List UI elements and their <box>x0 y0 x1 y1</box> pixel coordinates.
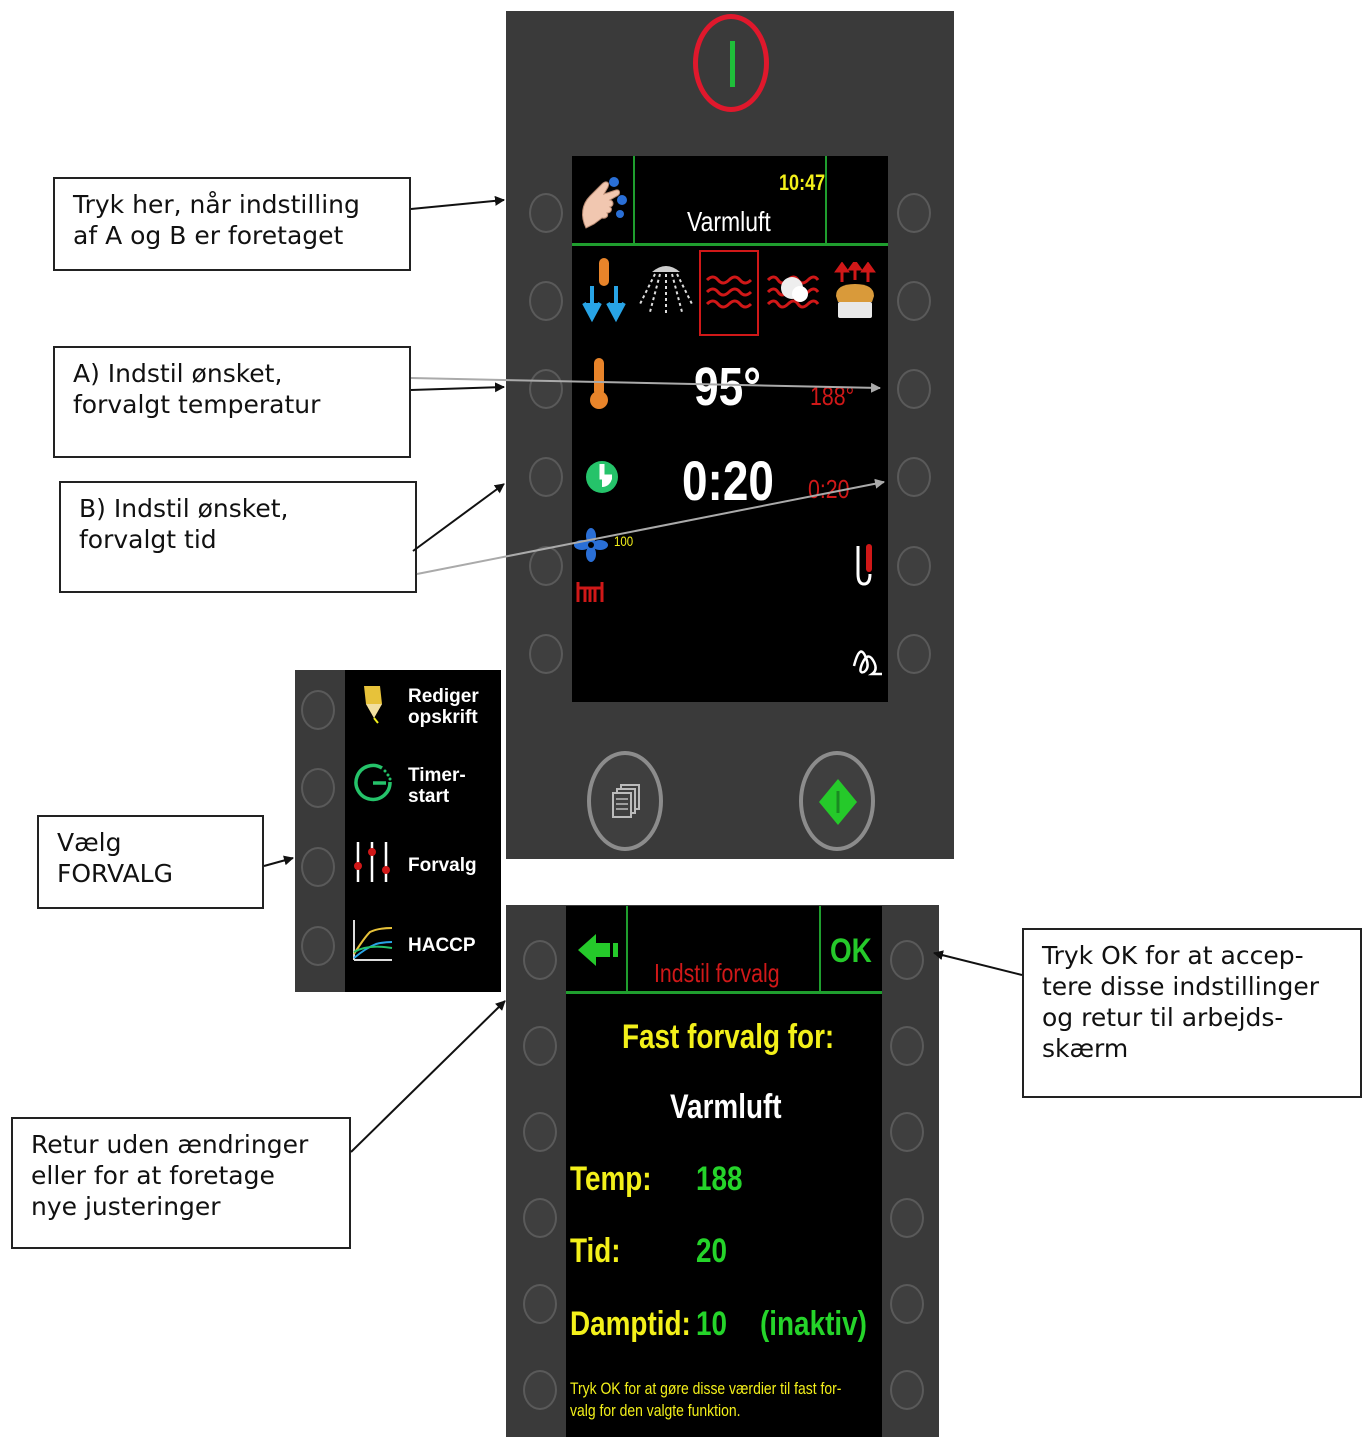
hot-air-icon[interactable] <box>699 250 759 336</box>
callout-set-time: B) Indstil ønsket, forvalgt tid <box>59 481 417 593</box>
menu-button[interactable] <box>587 751 663 851</box>
callout-choose-preset: Vælg FORVALG <box>37 815 264 909</box>
hand-press-icon[interactable] <box>576 170 630 232</box>
preset-side-button-right-2[interactable] <box>890 1026 924 1066</box>
start-diamond-icon <box>817 777 859 831</box>
menu-side-button-4[interactable] <box>301 926 335 966</box>
side-button-right-1[interactable] <box>897 193 931 233</box>
menu-item-edit-recipe[interactable]: Rediger opskrift <box>408 686 479 728</box>
preset-header-vline-1 <box>626 906 628 991</box>
temp-label: Temp: <box>570 1160 652 1198</box>
side-button-right-3[interactable] <box>897 369 931 409</box>
preset-screen: Indstil forvalg OK Fast forvalg for: Var… <box>566 906 882 1437</box>
pen-icon <box>358 682 390 724</box>
time-value: 0:20 <box>682 449 774 512</box>
callout-return: Retur uden ændringer eller for at foreta… <box>11 1117 351 1249</box>
preset-side-button-left-3[interactable] <box>523 1112 557 1152</box>
header-vline-1 <box>633 156 635 243</box>
callout-set-temperature: A) Indstil ønsket, forvalgt temperatur <box>53 346 411 458</box>
menu-side-button-3[interactable] <box>301 847 335 887</box>
time-preset: 0:20 <box>808 474 850 504</box>
regenerate-icon[interactable] <box>832 259 878 324</box>
preset-header-divider <box>566 991 882 994</box>
menu-item-haccp[interactable]: HACCP <box>408 935 476 956</box>
handwriting-icon <box>850 638 886 678</box>
side-button-left-5[interactable] <box>529 546 563 586</box>
menu-side-button-1[interactable] <box>301 690 335 730</box>
preset-side-button-right-1[interactable] <box>890 940 924 980</box>
ok-button[interactable]: OK <box>830 932 872 970</box>
preset-title: Indstil forvalg <box>654 958 780 988</box>
header-divider <box>572 243 888 246</box>
steam-icon[interactable] <box>638 260 694 318</box>
preset-side-button-left-5[interactable] <box>523 1284 557 1324</box>
grill-icon <box>576 580 604 602</box>
callout-press-ok: Tryk OK for at accep- tere disse indstil… <box>1022 928 1362 1098</box>
main-screen: 10:47 Varmluft <box>572 156 888 702</box>
power-button[interactable] <box>693 14 769 112</box>
core-probe-icon <box>852 542 876 588</box>
time-label: Tid: <box>570 1232 621 1270</box>
preset-side-button-left-6[interactable] <box>523 1370 557 1410</box>
callout-press-here: Tryk her, når indstilling af A og B er f… <box>53 177 411 271</box>
fan-speed: 100 <box>614 533 634 549</box>
time-value-preset: 20 <box>696 1232 728 1270</box>
temp-value: 188 <box>696 1160 743 1198</box>
side-button-right-5[interactable] <box>897 546 931 586</box>
menu-item-timer-start[interactable]: Timer- start <box>408 765 466 807</box>
mode-title: Varmluft <box>687 206 771 237</box>
preset-side-button-right-6[interactable] <box>890 1370 924 1410</box>
start-button[interactable] <box>799 751 875 851</box>
clock-icon <box>584 458 620 496</box>
preset-mode: Varmluft <box>670 1088 782 1126</box>
documents-icon <box>611 783 641 825</box>
timer-icon <box>352 762 394 804</box>
side-button-right-4[interactable] <box>897 457 931 497</box>
side-button-left-3[interactable] <box>529 369 563 409</box>
graph-icon <box>350 918 394 964</box>
preset-side-button-left-1[interactable] <box>523 940 557 980</box>
power-on-icon <box>730 41 735 87</box>
cool-down-icon[interactable] <box>582 256 628 328</box>
combi-icon[interactable] <box>766 264 822 316</box>
preset-side-button-right-5[interactable] <box>890 1284 924 1324</box>
menu-item-preset[interactable]: Forvalg <box>408 855 477 876</box>
back-arrow-icon[interactable] <box>576 930 620 970</box>
thermometer-icon <box>588 356 610 412</box>
preset-side-button-left-2[interactable] <box>523 1026 557 1066</box>
preset-header-vline-2 <box>819 906 821 991</box>
menu-side-button-2[interactable] <box>301 768 335 808</box>
side-button-left-6[interactable] <box>529 634 563 674</box>
side-button-right-2[interactable] <box>897 281 931 321</box>
preset-heading: Fast forvalg for: <box>622 1018 835 1056</box>
steamtime-status: (inaktiv) <box>760 1305 867 1343</box>
sliders-icon <box>350 840 394 884</box>
steamtime-value: 10 <box>696 1305 728 1343</box>
header-vline-2 <box>825 156 827 243</box>
preset-side-button-right-3[interactable] <box>890 1112 924 1152</box>
steamtime-label: Damptid: <box>570 1305 691 1343</box>
menu-screen <box>345 670 501 992</box>
side-button-left-4[interactable] <box>529 457 563 497</box>
side-button-left-1[interactable] <box>529 193 563 233</box>
side-button-left-2[interactable] <box>529 281 563 321</box>
side-button-right-6[interactable] <box>897 634 931 674</box>
clock-time: 10:47 <box>779 170 826 195</box>
preset-side-button-left-4[interactable] <box>523 1198 557 1238</box>
preset-side-button-right-4[interactable] <box>890 1198 924 1238</box>
preset-footer: Tryk OK for at gøre disse værdier til fa… <box>570 1379 842 1420</box>
temperature-value: 95° <box>694 357 761 417</box>
